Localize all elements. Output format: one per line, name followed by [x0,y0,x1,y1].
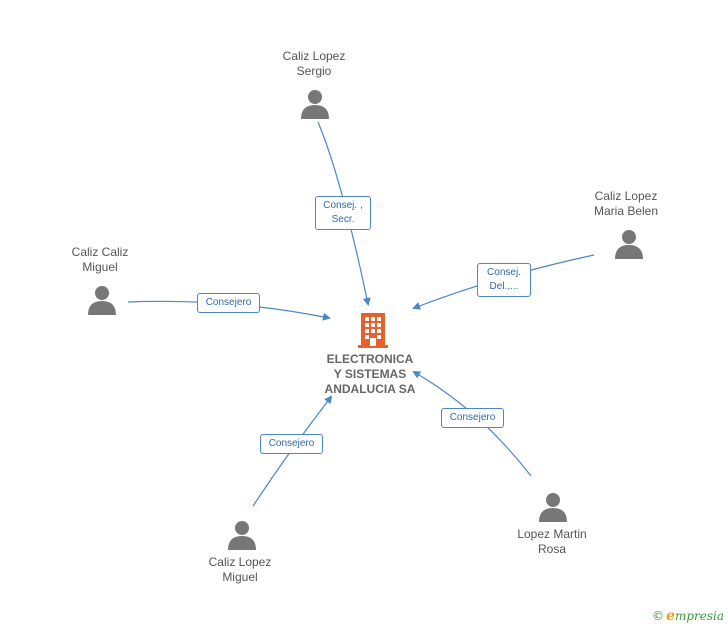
person-name-caliz-lopez-miguel[interactable]: Caliz Lopez Miguel [190,555,290,585]
role-label-line: Consej. [487,267,521,278]
person-name-caliz-lopez-sergio[interactable]: Caliz Lopez Sergio [264,49,364,79]
role-label-caliz-caliz-miguel[interactable]: Consejero [197,293,260,313]
company-name-line: Y SISTEMAS [333,367,407,381]
company-name[interactable]: ELECTRONICA Y SISTEMAS ANDALUCIA SA [318,352,422,397]
role-label-caliz-lopez-maria-belen[interactable]: Consej. Del.,... [477,263,531,297]
building-icon[interactable] [358,312,388,348]
role-label-lopez-martin-rosa[interactable]: Consejero [441,408,504,428]
person-name-caliz-lopez-maria-belen[interactable]: Caliz Lopez Maria Belen [576,189,676,219]
person-name-line: Lopez Martin [517,527,587,541]
role-label-caliz-lopez-miguel[interactable]: Consejero [260,434,323,454]
person-name-line: Miguel [82,260,118,274]
role-label-line: Del.,... [489,281,519,292]
brand-name: mpresia [674,609,724,623]
person-icon[interactable] [614,229,644,259]
person-icon[interactable] [87,285,117,315]
person-icon[interactable] [227,520,257,550]
person-name-line: Caliz Lopez [282,49,346,63]
empresia-logo: ©empresia [652,608,724,624]
company-name-line: ELECTRONICA [326,352,414,366]
role-label-line: Secr. [331,214,355,225]
person-name-caliz-caliz-miguel[interactable]: Caliz Caliz Miguel [50,245,150,275]
person-name-line: Caliz Caliz [71,245,129,259]
person-icon[interactable] [538,492,568,522]
role-label-line: Consejero [449,412,496,423]
role-label-caliz-lopez-sergio[interactable]: Consej. , Secr. [315,196,371,230]
person-name-lopez-martin-rosa[interactable]: Lopez Martin Rosa [502,527,602,557]
person-name-line: Rosa [537,542,566,556]
role-label-line: Consej. , [323,200,363,211]
person-name-line: Sergio [296,64,332,78]
brand-initial: e [666,608,675,624]
person-name-line: Caliz Lopez [208,555,272,569]
role-label-line: Consejero [205,297,252,308]
person-icon[interactable] [300,89,330,119]
person-name-line: Miguel [222,570,258,584]
person-name-line: Maria Belen [593,204,659,218]
person-name-line: Caliz Lopez [594,189,658,203]
company-name-line: ANDALUCIA SA [324,382,416,396]
role-label-line: Consejero [268,438,315,449]
copyright-symbol: © [652,609,665,623]
